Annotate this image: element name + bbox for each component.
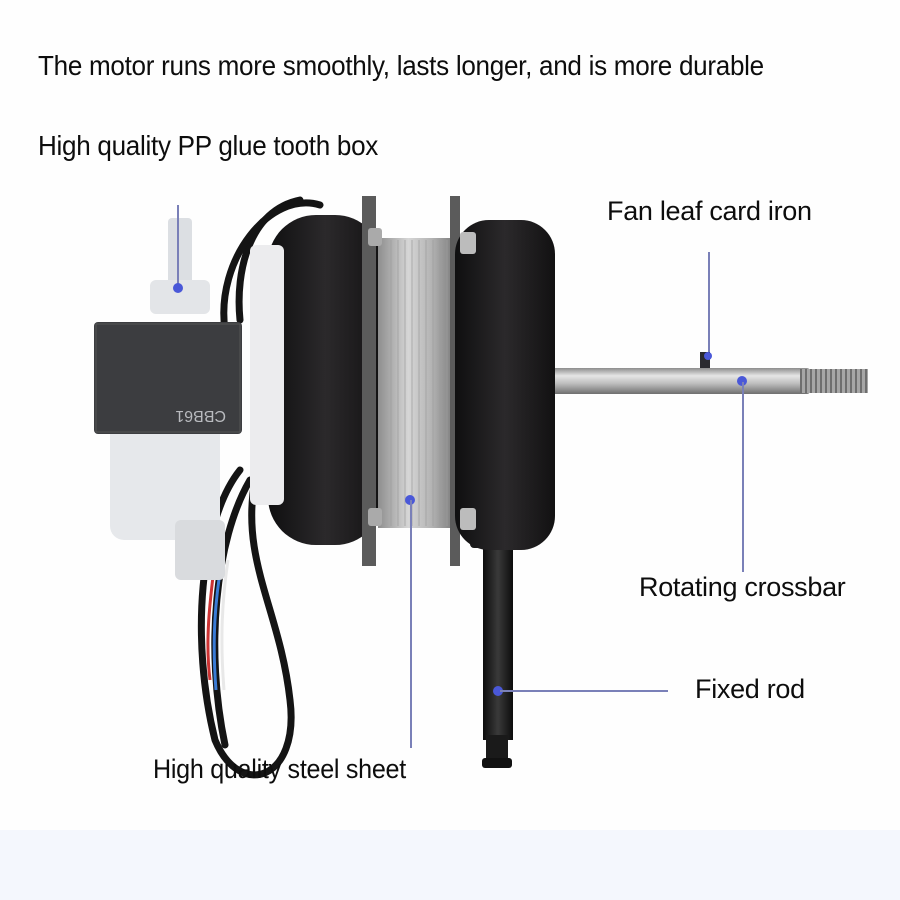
callout-rotating-crossbar: Rotating crossbar (639, 572, 846, 602)
leader-line-gear-box (177, 205, 179, 287)
fixed-rod-shape (470, 530, 526, 768)
steel-sheet-stack (378, 238, 454, 528)
leader-dot-fan-leaf-card-iron (704, 352, 712, 360)
svg-text:CBB61: CBB61 (175, 407, 226, 424)
headline: The motor runs more smoothly, lasts long… (38, 50, 764, 81)
leader-dot-fixed-rod (493, 686, 503, 696)
callout-fan-leaf-card-iron: Fan leaf card iron (607, 196, 812, 226)
leader-line-rotating-crossbar (742, 382, 744, 572)
leader-line-steel-sheet (410, 500, 412, 748)
leader-line-fan-leaf-card-iron (708, 252, 710, 352)
leader-dot-rotating-crossbar (737, 376, 747, 386)
pp-gear-box (110, 218, 284, 580)
motor-front-cover (368, 196, 555, 566)
rotating-crossbar-shaft (548, 352, 868, 394)
callout-fixed-rod: Fixed rod (695, 674, 805, 704)
leader-dot-gear-box (173, 283, 183, 293)
bottom-band (0, 830, 900, 900)
motor-rear-cover (268, 196, 383, 566)
subheadline-gear-box: High quality PP glue tooth box (38, 130, 379, 161)
cbb61-capacitor (94, 322, 242, 434)
leader-line-fixed-rod (500, 690, 668, 692)
callout-steel-sheet: High quality steel sheet (153, 754, 406, 784)
